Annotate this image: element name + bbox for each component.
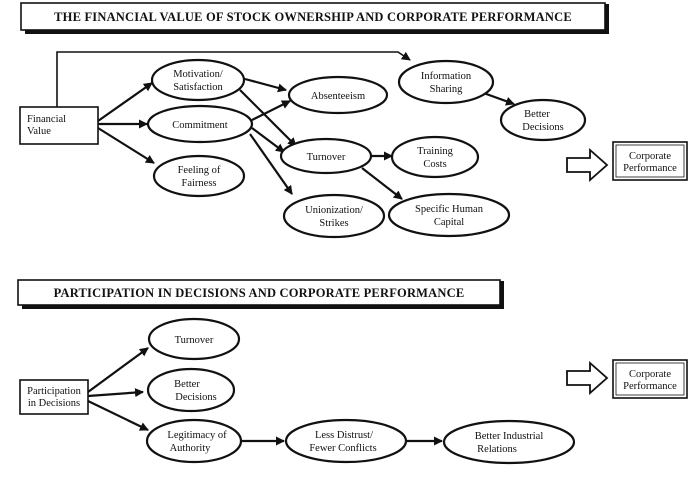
node-corporate-performance-2-line2: Performance (623, 381, 677, 392)
edge-financial-fairness (97, 127, 155, 164)
node-corporate-performance-1-line2: Performance (623, 163, 677, 174)
diagram2-title-banner: PARTICIPATION IN DECISIONS AND CORPORATE… (17, 279, 504, 309)
node-commitment-label: Commitment (172, 120, 228, 131)
node-participation: Participation in Decisions (19, 379, 89, 415)
node-participation-line2: in Decisions (28, 398, 80, 409)
node-turnover-2: Turnover (147, 317, 241, 361)
node-better-decisions-2-line2: Decisions (175, 392, 216, 403)
node-motivation: Motivation/ Satisfaction (150, 58, 246, 102)
node-better-decisions-line1: Better (524, 109, 550, 120)
node-motivation-line1: Motivation/ (173, 69, 223, 80)
node-better-decisions-2-line1: Better (174, 379, 200, 390)
diagram-financial-value: THE FINANCIAL VALUE OF STOCK OWNERSHIP A… (19, 2, 688, 239)
node-turnover-2-label: Turnover (175, 335, 214, 346)
node-corporate-performance-1: Corporate Performance (612, 141, 688, 181)
node-information-sharing: Information Sharing (397, 59, 495, 105)
node-corporate-performance-2: Corporate Performance (612, 359, 688, 399)
node-industrial-relations-line1: Better Industrial (475, 431, 544, 442)
diagram-participation: PARTICIPATION IN DECISIONS AND CORPORATE… (17, 279, 688, 465)
edge-commitment-turnover (251, 127, 285, 153)
diagram1-hollow-arrow-icon (566, 148, 609, 182)
edge-commitment-absenteeism (251, 100, 291, 121)
node-training-costs: Training Costs (390, 135, 480, 179)
diagram2-title: PARTICIPATION IN DECISIONS AND CORPORATE… (54, 286, 465, 300)
node-information-line2: Sharing (430, 84, 463, 95)
node-unionization: Unionization/ Strikes (282, 193, 386, 239)
node-training-line1: Training (417, 146, 454, 157)
edge-participation-legitimacy (87, 400, 149, 431)
node-less-distrust-line2: Fewer Conflicts (309, 443, 376, 454)
node-absenteeism: Absenteeism (287, 75, 389, 115)
edge-financial-information (56, 51, 411, 110)
edge-motivation-absenteeism (244, 77, 287, 93)
node-less-distrust: Less Distrust/ Fewer Conflicts (284, 418, 408, 464)
node-industrial-relations: Better Industrial Relations (442, 419, 576, 465)
diagram1-title: THE FINANCIAL VALUE OF STOCK OWNERSHIP A… (54, 10, 572, 24)
node-legitimacy-line2: Authority (170, 443, 212, 454)
node-specific-capital-line2: Capital (434, 217, 464, 228)
node-absenteeism-label: Absenteeism (311, 91, 365, 102)
node-legitimacy: Legitimacy of Authority (145, 418, 243, 464)
node-fairness-line1: Feeling of (178, 165, 221, 176)
node-corporate-performance-2-line1: Corporate (629, 369, 671, 380)
node-participation-line1: Participation (27, 386, 81, 397)
node-specific-capital: Specific Human Capital (387, 192, 511, 238)
edge-participation-decisions (87, 388, 144, 398)
diagram1-edges (56, 51, 515, 200)
node-legitimacy-line1: Legitimacy of (167, 430, 227, 441)
edge-turnover-specific-capital (361, 167, 403, 200)
node-unionization-line1: Unionization/ (305, 205, 363, 216)
node-fairness: Feeling of Fairness (152, 154, 246, 198)
node-industrial-relations-line2: Relations (477, 444, 517, 455)
node-turnover: Turnover (279, 137, 373, 175)
diagram1-title-banner: THE FINANCIAL VALUE OF STOCK OWNERSHIP A… (20, 2, 609, 34)
edge-participation-turnover (87, 347, 149, 393)
node-specific-capital-line1: Specific Human (415, 204, 484, 215)
node-financial-value: Financial Value (19, 106, 99, 145)
node-better-decisions-2: Better Decisions (146, 367, 236, 413)
node-information-line1: Information (421, 71, 472, 82)
node-better-decisions: Better Decisions (499, 98, 587, 142)
node-motivation-line2: Satisfaction (173, 82, 223, 93)
node-fairness-line2: Fairness (182, 178, 217, 189)
node-financial-value-line1: Financial (27, 114, 66, 125)
node-training-line2: Costs (423, 159, 446, 170)
node-less-distrust-line1: Less Distrust/ (315, 430, 373, 441)
node-turnover-label: Turnover (307, 152, 346, 163)
node-corporate-performance-1-line1: Corporate (629, 151, 671, 162)
node-commitment: Commitment (146, 104, 254, 144)
diagram2-edges (87, 347, 443, 446)
node-better-decisions-line2: Decisions (522, 122, 563, 133)
edge-commitment-unionization (249, 133, 293, 195)
edge-financial-motivation (97, 82, 153, 122)
edge-motivation-turnover (239, 89, 297, 147)
node-unionization-line2: Strikes (319, 218, 348, 229)
diagram2-hollow-arrow-icon (566, 361, 609, 395)
node-financial-value-line2: Value (27, 126, 51, 137)
